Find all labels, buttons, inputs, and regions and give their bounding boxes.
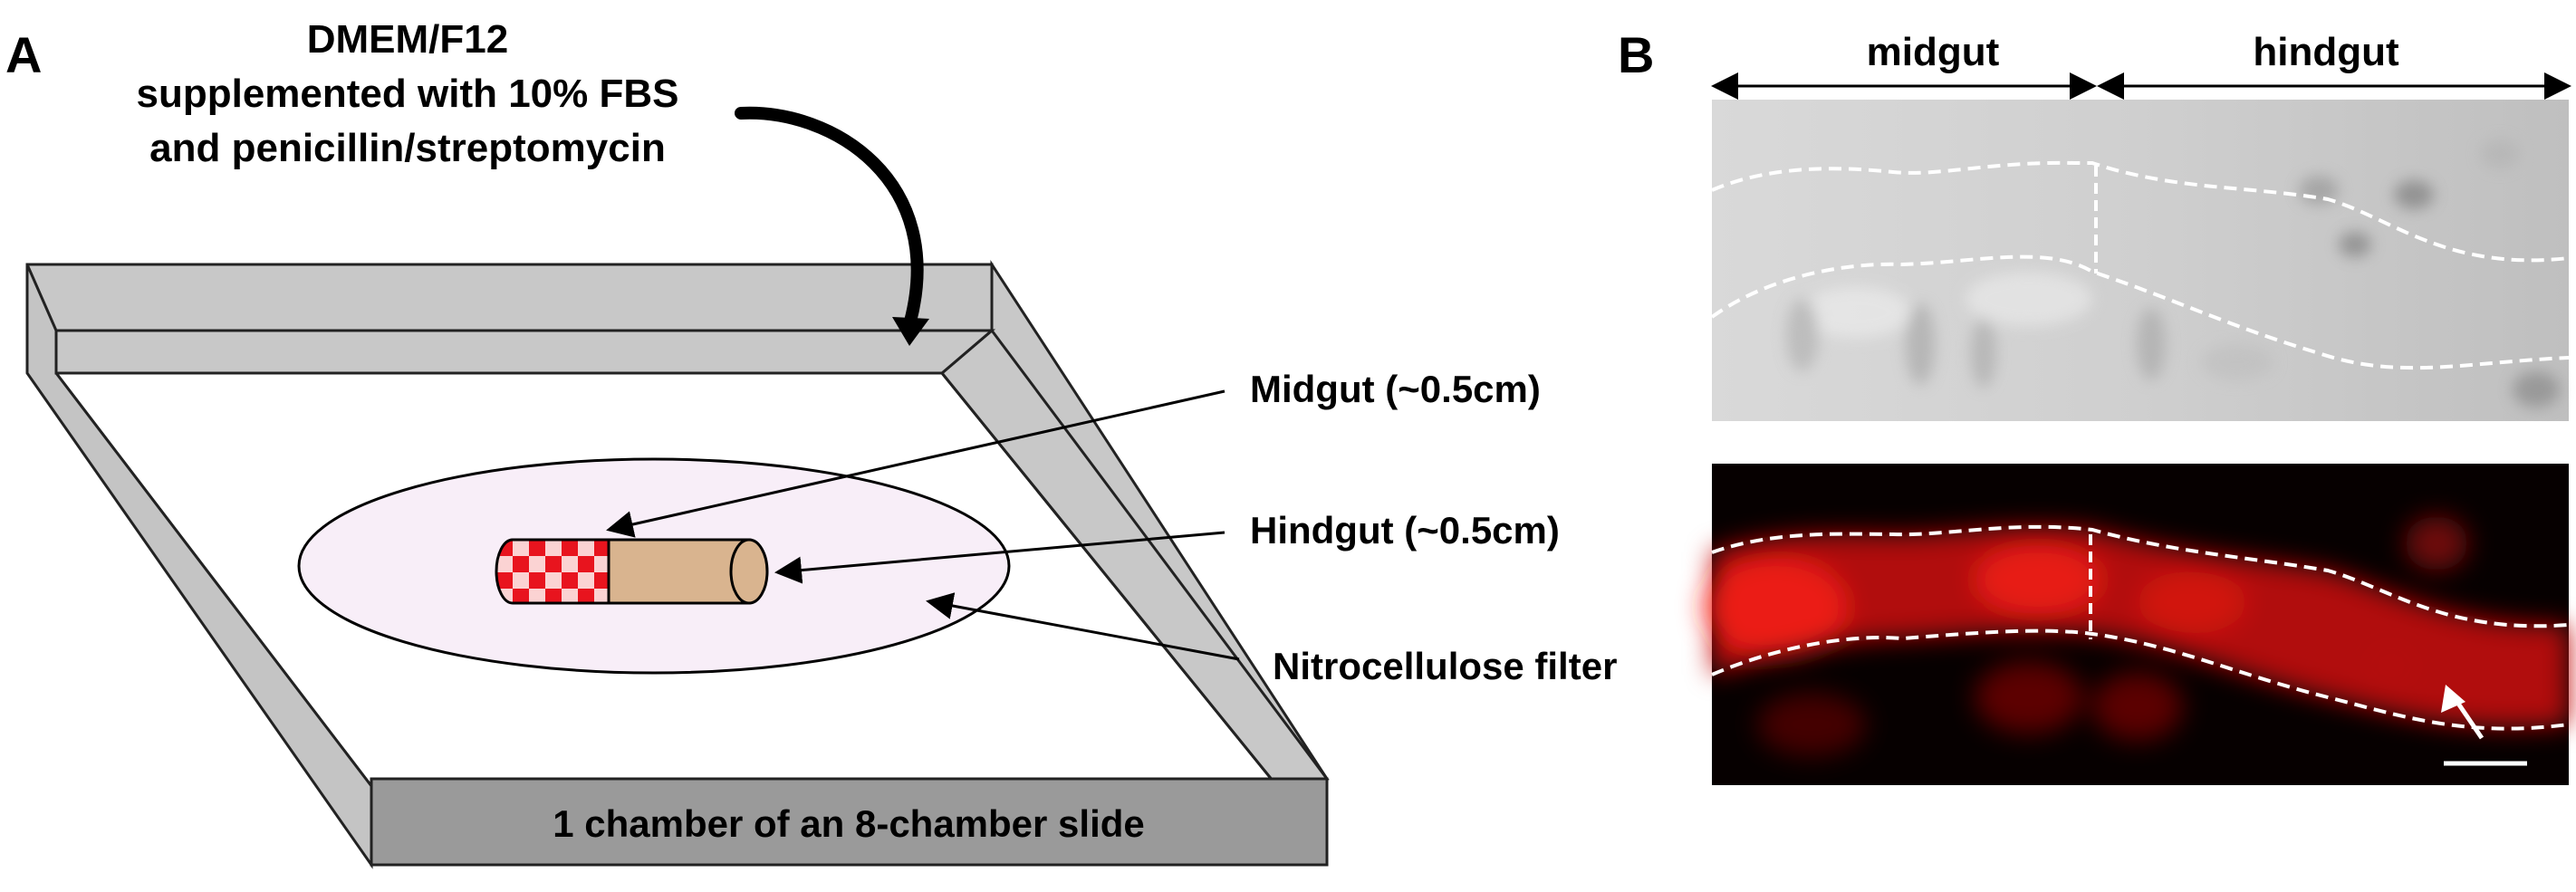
medium-label: DMEM/F12 supplemented with 10% FBS and p… bbox=[137, 17, 679, 170]
filter-pointer bbox=[926, 592, 1240, 661]
chamber-back-wall bbox=[25, 263, 994, 332]
hindgut-region-label: hindgut bbox=[2253, 30, 2399, 74]
hindgut-pointer bbox=[774, 531, 1226, 584]
medium-line-3: and penicillin/streptomycin bbox=[149, 126, 666, 170]
medium-line-1: DMEM/F12 bbox=[307, 17, 508, 62]
panel-b-letter: B bbox=[1618, 26, 1654, 83]
chamber-front-wall bbox=[370, 777, 1329, 867]
hindgut-callout: Hindgut (~0.5cm) bbox=[1250, 509, 1560, 552]
midgut-segment bbox=[495, 538, 610, 605]
midgut-pointer bbox=[606, 389, 1226, 538]
gut-tissue bbox=[495, 538, 769, 605]
medium-line-2: supplemented with 10% FBS bbox=[137, 72, 679, 116]
chamber-label: 1 chamber of an 8-chamber slide bbox=[553, 802, 1145, 845]
midgut-region-label: midgut bbox=[1867, 30, 2000, 74]
panel-a-letter: A bbox=[5, 26, 42, 83]
brightfield-image bbox=[1710, 100, 2570, 421]
midgut-callout: Midgut (~0.5cm) bbox=[1250, 368, 1541, 410]
filter-callout: Nitrocellulose filter bbox=[1273, 645, 1617, 687]
fluorescence-image bbox=[1703, 464, 2570, 785]
region-header: midgut hindgut bbox=[1711, 30, 2571, 100]
medium-arrow bbox=[735, 106, 924, 328]
hindgut-segment bbox=[607, 538, 751, 605]
